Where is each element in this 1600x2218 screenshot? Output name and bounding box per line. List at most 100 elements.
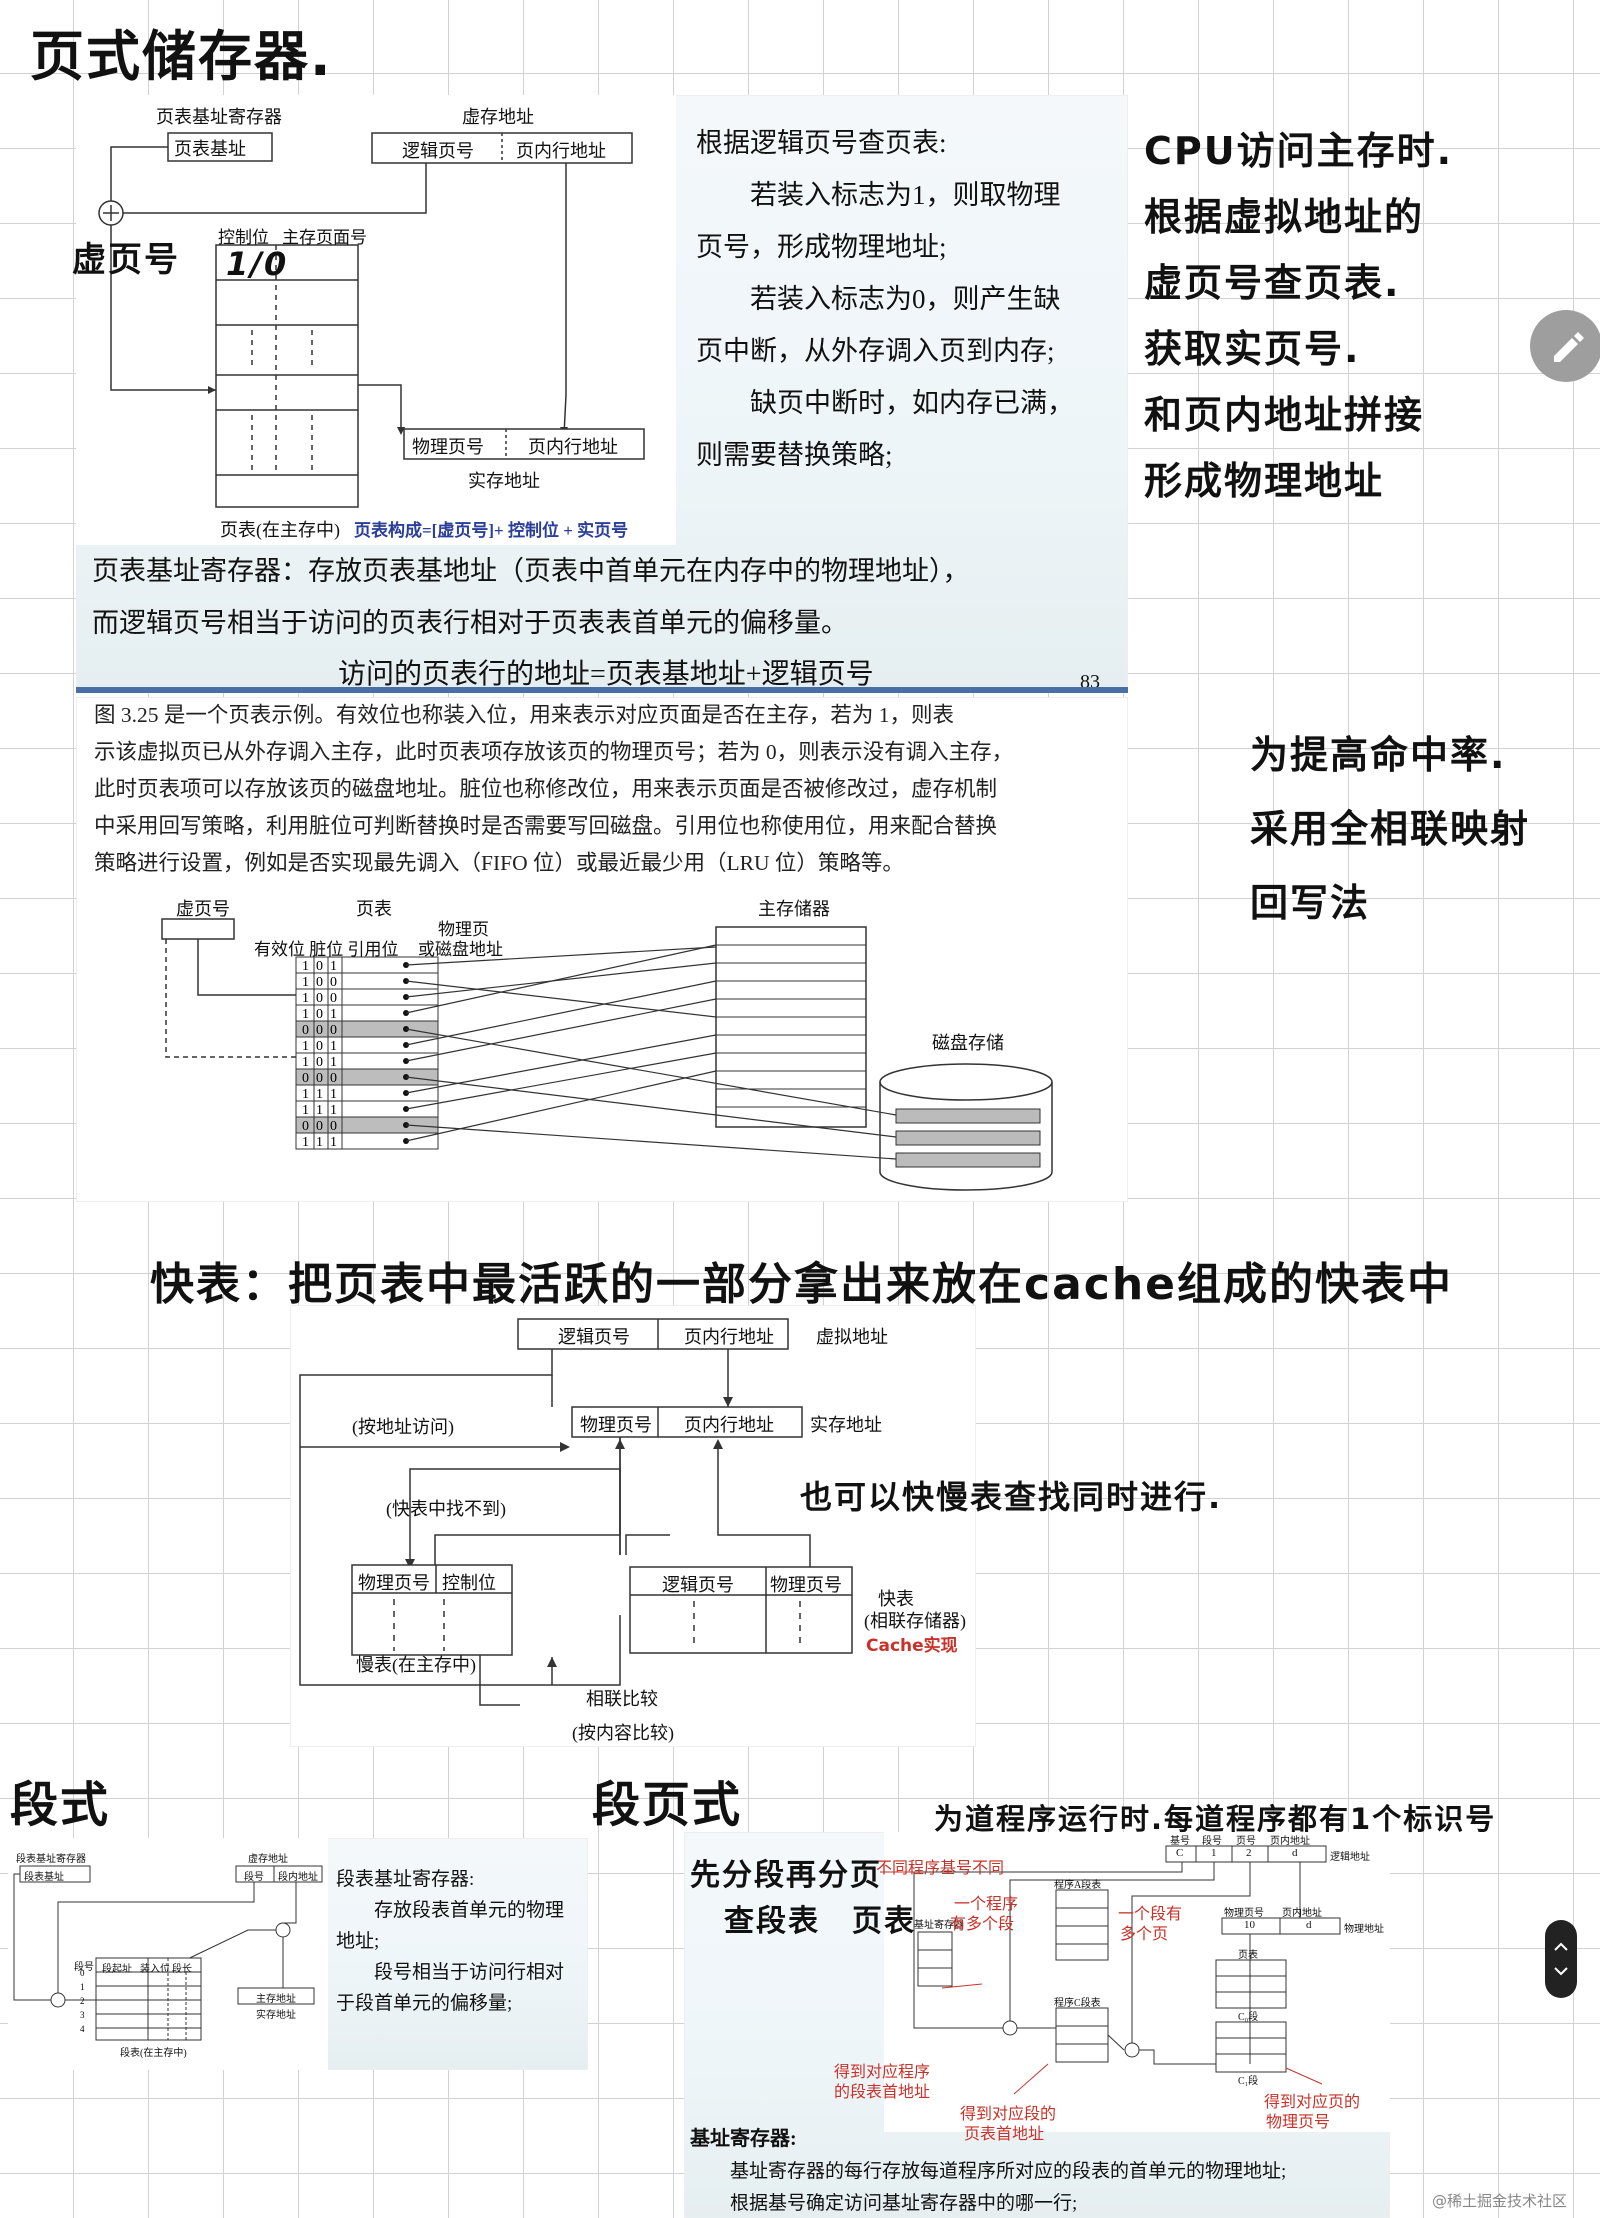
hdr-offset: 页内地址: [1270, 1836, 1310, 1847]
by-addr-label: (按地址访问): [352, 1417, 454, 1437]
svg-text:2: 2: [80, 1996, 85, 2006]
para-line: 图 3.25 是一个页表示例。有效位也称装入位，用来表示对应页面是否在主存，若为…: [94, 703, 955, 727]
segment-diagram: 0 1 2 3 4: [8, 1838, 328, 2070]
red-note-5: 多个页: [1120, 1924, 1169, 1943]
c1-label: C₁段: [1238, 2076, 1259, 2087]
control-label: 控制位: [218, 228, 269, 247]
note-line: 为提高命中率.: [1250, 733, 1507, 777]
phys-val-page: 10: [1244, 1919, 1255, 1931]
page-table-bit: 1: [330, 959, 337, 974]
parallel-lookup-note: 也可以快慢表查找同时进行.: [800, 1478, 1223, 1516]
seg-col-3: 段长: [172, 1964, 192, 1975]
page-table-diagram: [76, 95, 676, 545]
explain-line: 根据逻辑页号查页表:: [696, 128, 947, 158]
note-line: 虚页号查页表.: [1144, 261, 1401, 305]
explain-line: 则需要替换策略;: [696, 440, 893, 470]
page-table-bit: 0: [316, 1119, 323, 1134]
segment-heading: 段式: [10, 1777, 111, 1833]
page-table-bit: 1: [330, 1007, 337, 1022]
page-table-bit: 0: [316, 1055, 323, 1070]
ppage-label: 物理页号: [412, 437, 484, 457]
para-line: 此时页表项可以存放该页的磁盘地址。脏位也称修改位，用来表示页面是否被修改过，虚存…: [94, 777, 998, 801]
edit-button[interactable]: [1530, 310, 1600, 382]
page-table-bit: 1: [302, 1087, 309, 1102]
note-line: 和页内地址拼接: [1144, 393, 1425, 437]
page-table-bit: 1: [302, 975, 309, 990]
mapping-arrow: [405, 944, 717, 1014]
segment-slide: 0 1 2 3 4 段表基址寄存器 段表基址 虚存地址 段号 段内地址 段起址 …: [8, 1838, 588, 2070]
page-table-bit: 0: [302, 1071, 309, 1086]
mapping-arrow: [405, 962, 717, 998]
phys-label-1: 物理页: [438, 920, 489, 939]
fast-caption-1: 快表: [878, 1589, 914, 1609]
caption-b: 页表构成=[虚页号]+ 控制位 + 实页号: [354, 521, 629, 540]
phys-val-offset: d: [1306, 1919, 1312, 1931]
assoc-label-2: (按内容比较): [572, 1723, 674, 1743]
phys-addr-label: 物理地址: [1344, 1924, 1384, 1935]
seg-paddr-1: 主存地址: [256, 1994, 296, 2005]
cpu-access-notes: CPU访问主存时. 根据虚拟地址的 虚页号查页表. 获取实页号. 和页内地址拼接…: [1144, 118, 1584, 514]
hdr-seg: 段号: [1202, 1836, 1222, 1847]
hit-rate-notes: 为提高命中率. 采用全相联映射 回写法: [1250, 718, 1590, 940]
vpage-label: 虚页号: [176, 899, 230, 919]
page-table-bit: 0: [316, 1023, 323, 1038]
offset-label: 页内行地址: [684, 1327, 774, 1347]
reg-label: 页表基址寄存器: [156, 107, 282, 127]
ppage-label: 物理页号: [580, 1415, 652, 1435]
page-table-bit: 1: [316, 1135, 323, 1150]
cols-label: 有效位 脏位 引用位: [254, 940, 399, 959]
seg-paddr-2: 实存地址: [256, 2010, 296, 2021]
para-line: 中采用回写策略，利用脏位可判断替换时是否需要写回磁盘。引用位也称使用位，用来配合…: [94, 814, 998, 838]
scroll-control[interactable]: [1545, 1920, 1577, 1998]
address-formula: 访问的页表行的地址=页表基地址+逻辑页号: [338, 659, 874, 690]
watermark: @稀土掘金技术社区: [1432, 2192, 1568, 2210]
page-table-bit: 1: [330, 1103, 337, 1118]
page-table-bit: 0: [316, 1071, 323, 1086]
mapping-arrow: [405, 980, 717, 1018]
vpage-label: 逻辑页号: [558, 1327, 630, 1347]
slow-ppage-label: 物理页号: [358, 1573, 430, 1593]
seg-vaddr-label: 虚存地址: [248, 1854, 288, 1865]
page-table-bit: 0: [330, 975, 337, 990]
slow-caption: 慢表(在主存中): [356, 1655, 476, 1675]
page-table-example: 图 3.25 是一个页表示例。有效位也称装入位，用来表示对应页面是否在主存，若为…: [76, 697, 1128, 1202]
red-note-1: 不同程序基号不同: [876, 1858, 1005, 1877]
page-table-bit: 1: [302, 1135, 309, 1150]
logic-addr-label: 逻辑地址: [1330, 1852, 1370, 1863]
seg-no-label: 段号: [244, 1872, 264, 1883]
page-table-bit: 1: [316, 1103, 323, 1118]
segpage-bottom-1: 基址寄存器的每行存放每道程序所对应的段表的首单元的物理地址;: [730, 2161, 1287, 2182]
seg-offset-label: 段内地址: [278, 1872, 318, 1883]
page-table-bit: 0: [330, 1071, 337, 1086]
offset-label: 页内行地址: [516, 141, 606, 161]
fast-table-diagram-panel: 逻辑页号 页内行地址 虚拟地址 (按地址访问) 物理页号 页内行地址 实存地址 …: [290, 1305, 976, 1747]
vaddr-label: 虚拟地址: [816, 1327, 888, 1347]
vpage-label: 逻辑页号: [402, 141, 474, 161]
seg-text-line: 地址;: [336, 1931, 380, 1952]
bits-handwriting: 1/0: [226, 245, 289, 283]
seg-reg-label: 段表基址寄存器: [16, 1854, 86, 1865]
note-line: CPU访问主存时.: [1144, 129, 1454, 173]
poffset-label: 页内行地址: [684, 1415, 774, 1435]
red-note-2: 一个程序: [954, 1894, 1019, 1913]
svg-text:0: 0: [80, 1968, 85, 1978]
mapping-arrow: [405, 980, 717, 1046]
explain-line: 页中断，从外存调入页到内存;: [696, 336, 1055, 366]
virtual-page-handwriting: 虚页号: [72, 240, 180, 280]
fast-caption-2: (相联存储器): [864, 1611, 966, 1631]
seg-text-line: 于段首单元的偏移量;: [336, 1993, 513, 2014]
slide-page-table: 页表基址寄存器 页表基址 虚存地址 逻辑页号 页内行地址 控制位 主存页面号 1…: [76, 95, 1128, 693]
mapping-arrow: [405, 1028, 897, 1116]
segpage-bottom-label: 基址寄存器:: [690, 2128, 797, 2150]
segpage-note-1: 先分段再分页: [690, 1858, 882, 1893]
page-table-bit: 0: [316, 975, 323, 990]
page-table-bit: 1: [302, 1039, 309, 1054]
seg-idx-label: 段号: [74, 1962, 94, 1973]
red-note-11: 物理页号: [1266, 2112, 1331, 2131]
hdr-page: 页号: [1236, 1836, 1256, 1847]
para-line: 示该虚拟页已从外存调入主存，此时页表项存放该页的物理页号；若为 0，则表示没有调…: [94, 740, 1014, 764]
segment-page-top-note: 为道程序运行时.每道程序都有1个标识号: [934, 1802, 1497, 1836]
page-table-bit: 0: [316, 1007, 323, 1022]
